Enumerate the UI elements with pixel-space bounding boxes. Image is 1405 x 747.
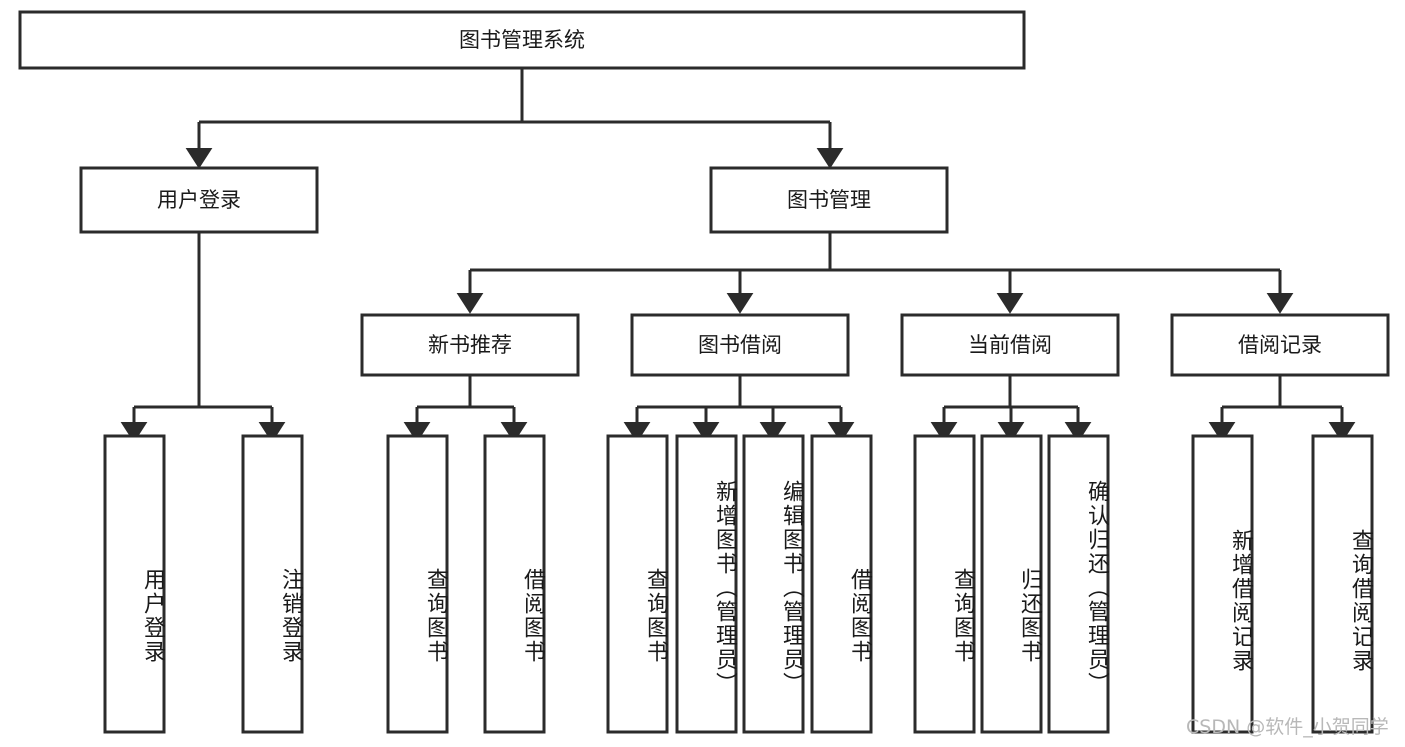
node-borrow-record-box[interactable] (1170, 313, 1390, 377)
leaf-box-confirm-return[interactable] (1047, 434, 1110, 734)
node-book-manage-label: 图书管理 (787, 188, 871, 212)
node-root-box[interactable] (18, 10, 1026, 70)
node-new-book-recommend-label: 新书推荐 (428, 333, 512, 357)
node-new-book-recommend-box[interactable] (360, 313, 580, 377)
leaf-box-query-record[interactable] (1311, 434, 1374, 734)
connector-group-root (185, 68, 844, 169)
connector-group-book-borrow (623, 375, 855, 443)
leaf-box-user-login[interactable] (103, 434, 166, 734)
leaf-box-return-book[interactable] (980, 434, 1043, 734)
connector-group-user-login (120, 232, 286, 443)
leaf-box-edit-book[interactable] (742, 434, 805, 734)
leaf-box-query-book-3[interactable] (913, 434, 976, 734)
connector-group-borrow-record (1208, 375, 1356, 443)
connector-group-current-borrow (930, 375, 1092, 443)
leaf-box-add-book[interactable] (675, 434, 738, 734)
leaf-box-logout-login[interactable] (241, 434, 304, 734)
node-current-borrow-label: 当前借阅 (968, 333, 1052, 357)
leaf-box-query-book-2[interactable] (606, 434, 669, 734)
leaf-box-add-record[interactable] (1191, 434, 1254, 734)
node-borrow-record-label: 借阅记录 (1238, 333, 1322, 357)
connector-group-book-manage (456, 232, 1294, 314)
node-book-borrow-label: 图书借阅 (698, 333, 782, 357)
csdn-watermark: CSDN @软件_小贺同学 (1186, 716, 1389, 738)
node-root-label: 图书管理系统 (459, 28, 585, 52)
leaf-box-borrow-book-2[interactable] (810, 434, 873, 734)
node-book-borrow-box[interactable] (630, 313, 850, 377)
node-current-borrow-box[interactable] (900, 313, 1120, 377)
node-book-manage-box[interactable] (709, 166, 949, 234)
leaf-box-query-book-1[interactable] (386, 434, 449, 734)
leaf-box-borrow-book-1[interactable] (483, 434, 546, 734)
node-user-login-box[interactable] (79, 166, 319, 234)
connector-group-new-book (403, 375, 528, 443)
node-user-login-label: 用户登录 (157, 188, 241, 212)
